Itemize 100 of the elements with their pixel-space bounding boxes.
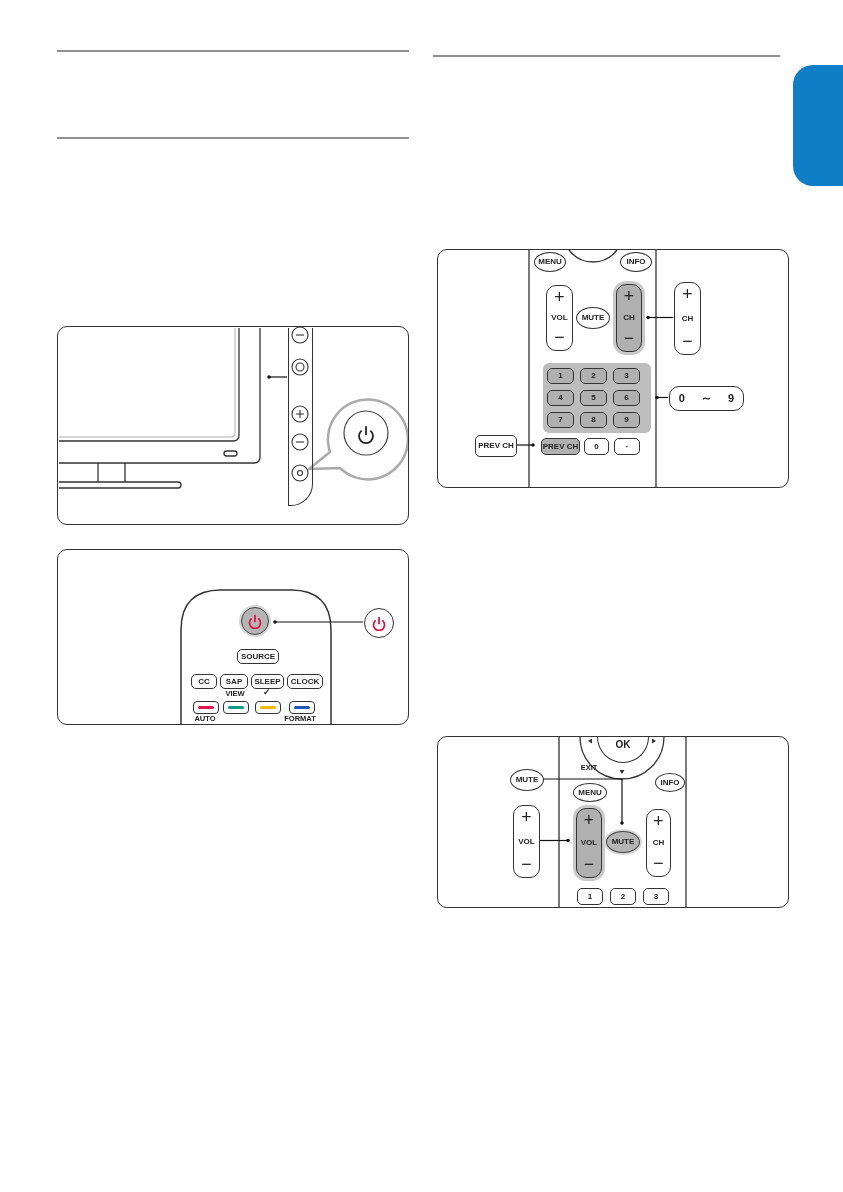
button-label: MENU xyxy=(538,258,562,266)
highlighted-round-button xyxy=(606,831,640,853)
button-label: − xyxy=(623,330,635,348)
button-label: CLOCK xyxy=(290,677,320,686)
leader-line xyxy=(655,395,669,400)
highlighted-round-button xyxy=(241,607,269,635)
button-label: MUTE xyxy=(611,838,635,846)
rocker-button xyxy=(674,282,701,355)
button-label: CC xyxy=(198,677,210,686)
button-label: VOL xyxy=(518,837,535,846)
remote-button xyxy=(614,438,640,455)
highlighted-rocker-button xyxy=(576,808,602,878)
button-label: − xyxy=(653,855,664,873)
button-label: 1 xyxy=(558,372,563,380)
highlighted-button xyxy=(580,368,607,384)
round-button xyxy=(510,769,544,791)
tv-drawing xyxy=(58,328,263,490)
round-button xyxy=(655,773,685,792)
button-caption: ✓ xyxy=(263,687,271,697)
illustration-panel xyxy=(437,249,789,488)
button-label: SAP xyxy=(225,677,243,686)
button-label: MUTE xyxy=(515,776,539,784)
button-label: PREV CH xyxy=(542,442,579,451)
highlighted-button xyxy=(547,368,574,384)
highlighted-button xyxy=(613,368,640,384)
button-label: 3 xyxy=(624,372,629,380)
highlighted-button xyxy=(613,390,640,406)
round-button xyxy=(534,252,566,272)
button-label: · xyxy=(625,442,629,451)
highlighted-button xyxy=(547,390,574,406)
round-button xyxy=(364,608,394,638)
rocker-button xyxy=(546,285,573,351)
remote-button xyxy=(475,435,517,457)
button-label: PREV CH xyxy=(478,442,514,450)
color-button xyxy=(255,701,281,714)
leader-line xyxy=(542,778,624,825)
button-label: − xyxy=(554,329,565,347)
highlighted-button xyxy=(541,438,580,455)
button-label: SLEEP xyxy=(254,677,281,686)
button-label: CH xyxy=(681,314,694,323)
remote-button xyxy=(584,438,609,455)
button-label: CH xyxy=(652,839,665,847)
button-label: − xyxy=(583,856,595,874)
button-label: VOL xyxy=(580,839,598,847)
button-label: 7 xyxy=(558,416,563,424)
color-button xyxy=(223,701,249,714)
button-label: 3 xyxy=(653,892,659,901)
color-button xyxy=(289,701,315,714)
button-label: − xyxy=(682,333,693,351)
side-control-strip xyxy=(288,328,313,506)
button-label: + xyxy=(653,813,664,831)
remote-button xyxy=(577,888,603,905)
button-label: + xyxy=(521,809,532,827)
button-label: INFO xyxy=(660,778,680,787)
button-label: CH xyxy=(623,314,635,322)
ok-button xyxy=(597,737,649,763)
illustration-panel xyxy=(437,736,789,908)
remote-button xyxy=(220,674,248,689)
callout-button xyxy=(669,386,744,411)
button-label: + xyxy=(623,288,635,306)
button-label: 2 xyxy=(620,892,626,901)
round-button xyxy=(573,783,607,802)
button-label: − xyxy=(521,856,532,874)
highlighted-button xyxy=(580,390,607,406)
leader-line xyxy=(267,375,288,379)
button-label: VOL xyxy=(551,314,568,322)
button-label: + xyxy=(554,289,565,307)
button-label: 9 xyxy=(624,416,629,424)
button-label: + xyxy=(583,812,595,830)
highlighted-button xyxy=(547,412,574,428)
button-label: SOURCE xyxy=(240,652,276,661)
illustration-panel xyxy=(57,326,409,525)
round-button xyxy=(576,307,610,329)
side-tab xyxy=(793,65,843,186)
button-label: 4 xyxy=(558,394,563,402)
button-label: 5 xyxy=(591,394,596,402)
round-button xyxy=(620,252,652,272)
highlighted-button xyxy=(613,412,640,428)
illustration-panel xyxy=(57,549,409,725)
highlighted-button xyxy=(580,412,607,428)
button-label: 0 xyxy=(594,442,599,451)
remote-button xyxy=(191,674,217,689)
keypad-highlight xyxy=(543,363,651,433)
remote-button xyxy=(643,888,669,905)
button-label: 8 xyxy=(591,416,596,424)
button-label: 2 xyxy=(591,372,596,380)
highlighted-rocker-button xyxy=(616,284,642,352)
button-label: 0 ∼ 9 xyxy=(678,393,735,404)
button-label: 6 xyxy=(624,394,629,402)
remote-button xyxy=(610,888,636,905)
rocker-button xyxy=(646,809,671,877)
leader-line xyxy=(646,315,674,320)
color-button xyxy=(193,701,219,714)
button-label: OK xyxy=(615,740,631,750)
button-label: MENU xyxy=(578,788,602,797)
leader-line xyxy=(515,443,535,447)
button-label: MUTE xyxy=(581,314,605,322)
button-label: 1 xyxy=(587,892,593,901)
button-label: INFO xyxy=(626,258,646,266)
button-label: + xyxy=(682,286,693,304)
